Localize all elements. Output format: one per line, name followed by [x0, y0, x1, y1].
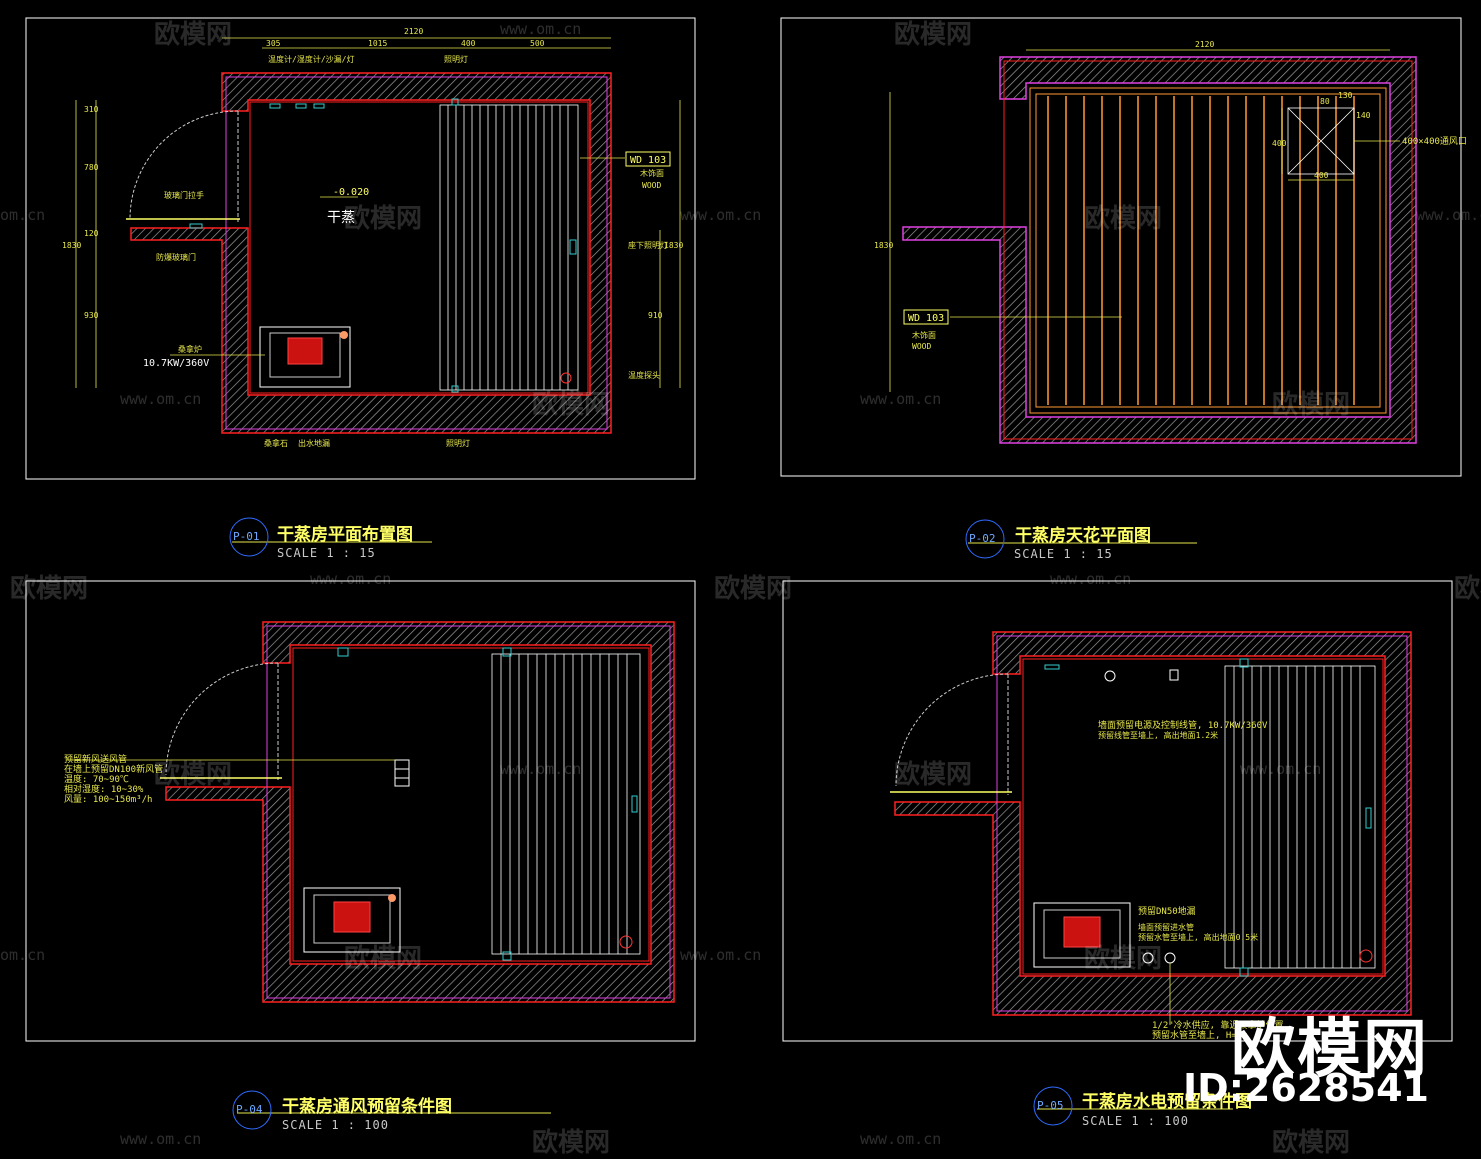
sauna-heater-p04 [303, 887, 401, 953]
wall-p02 [902, 56, 1417, 444]
p05-drain-note-3: 预留水管至墙上, 高出地面0.5米 [1138, 932, 1258, 942]
p02-scale: SCALE 1 : 15 [1014, 547, 1113, 561]
p02-dim-d4: 80 [1320, 97, 1330, 106]
p01-scale: SCALE 1 : 15 [277, 546, 376, 560]
p01-floor-level: -0.020 [333, 187, 369, 198]
p04-vent-note-1: 预留新风送风管 [64, 753, 127, 765]
p05-water-note-2: 预留水管至墙上, H=3m [1152, 1029, 1248, 1041]
p02-code: P-02 [969, 532, 996, 545]
brand-id: ID:2628541 [1183, 1066, 1429, 1110]
p01-dim-top-total: 2120 [404, 27, 423, 36]
p01-dim-right-total: 1830 [664, 241, 683, 250]
p01-dim-left-4: 310 [84, 105, 99, 114]
door-swing-p05 [895, 673, 1009, 787]
p01-top-note-1: 温度计/湿度计/沙漏/灯 [268, 54, 354, 64]
p02-material-en: WOOD [912, 342, 931, 351]
p05-title: 干蒸房水电预留条件图 [1082, 1092, 1252, 1112]
p02-material-code: WD 103 [908, 313, 944, 324]
p05-elec-note-2: 预留线管至墙上, 高出地面1.2米 [1098, 730, 1218, 740]
p02-code-circle [965, 519, 1005, 559]
p01-dim-left-3: 930 [84, 311, 99, 320]
p01-bottom-note-2: 出水地漏 [298, 438, 330, 448]
p01-door-note-1: 玻璃门拉手 [164, 190, 204, 200]
bench-slats-p01 [439, 104, 579, 391]
sauna-heater-p05 [1033, 902, 1131, 968]
p04-vent-note-2: 在墙上预留DN100新风管 [64, 763, 163, 775]
p01-title: 干蒸房平面布置图 [277, 525, 413, 545]
p01-dim-top-3: 400 [461, 39, 476, 48]
p01-code: P-01 [233, 530, 260, 543]
p02-dim-d5: 130 [1338, 91, 1353, 100]
p05-water-note-1: 1/2"冷水供应, 靠近桑拿炉位置 [1152, 1019, 1284, 1031]
bench-slats-p04 [491, 653, 641, 955]
door-swing-p01 [129, 110, 239, 220]
p02-dim-d1: 400 [1272, 139, 1287, 148]
frame-p05 [782, 580, 1453, 1042]
p02-title: 干蒸房天花平面图 [1015, 526, 1151, 546]
p01-material-cn: 木饰面 [640, 168, 664, 178]
p01-code-circle [229, 517, 269, 557]
p02-material-cn: 木饰面 [912, 330, 936, 340]
p01-material-code: WD 103 [630, 155, 666, 166]
frame-p01 [25, 17, 696, 480]
p01-top-note-2: 照明灯 [444, 54, 468, 64]
p01-dim-left-2: 120 [84, 229, 99, 238]
p01-dim-left-total: 1830 [62, 241, 81, 250]
p05-elec-note-1: 墙面预留电源及控制线管, 10.7KW/360V [1098, 719, 1268, 731]
p04-vent-note-4: 相对湿度: 10~30% [64, 783, 144, 795]
sauna-heater-p01 [259, 326, 351, 388]
p01-material-en: WOOD [642, 181, 661, 190]
p01-dim-top-4: 500 [530, 39, 545, 48]
p01-dim-right-1: 910 [648, 311, 663, 320]
p01-heater: 桑拿炉 [178, 344, 202, 354]
p04-scale: SCALE 1 : 100 [282, 1118, 389, 1132]
p01-right-note-3: 温度探头 [628, 370, 660, 380]
p01-heater-power: 10.7KW/360V [143, 358, 209, 369]
p05-drain-note-1: 预留DN50地漏 [1138, 905, 1196, 917]
p02-dim-d2: 400 [1314, 171, 1329, 180]
p02-vent-size: 400×400通风口 [1402, 136, 1467, 147]
p04-vent-note-5: 风量: 100~150m³/h [64, 794, 152, 805]
wall-p05 [894, 631, 1412, 1016]
frame-p04 [25, 580, 696, 1042]
p02-dim-left-total: 1830 [874, 241, 893, 250]
p01-bottom-note-3: 照明灯 [446, 438, 470, 448]
plan-p02 [889, 49, 1417, 444]
p01-bottom-note-1: 桑拿石 [264, 438, 288, 448]
p01-dim-top-2: 1015 [368, 39, 387, 48]
vent-p02 [1287, 107, 1355, 175]
p05-scale: SCALE 1 : 100 [1082, 1114, 1189, 1128]
door-swing-p04 [165, 662, 279, 776]
p04-code-circle [232, 1090, 272, 1130]
plan-p05 [890, 631, 1412, 1025]
p01-door-note-2: 防爆玻璃门 [156, 252, 196, 262]
p05-code-circle [1033, 1086, 1073, 1126]
p05-drain-note-2: 墙面预留进水管 [1138, 922, 1194, 932]
plan-p04 [66, 621, 675, 1003]
p02-dim-d3: 140 [1356, 111, 1371, 120]
p01-dim-left-1: 780 [84, 163, 99, 172]
brand-logo: 欧模网 [1231, 1013, 1429, 1087]
p01-dim-top-1: 305 [266, 39, 281, 48]
ceiling-planks-p02 [1047, 96, 1355, 405]
frame-p02 [780, 17, 1462, 477]
p04-code: P-04 [236, 1103, 263, 1116]
p04-vent-note-3: 温度: 70~90℃ [64, 773, 129, 785]
plan-p01 [75, 37, 681, 434]
p05-code: P-05 [1037, 1099, 1064, 1112]
p02-dim-top-total: 2120 [1195, 40, 1214, 49]
wall-p01 [130, 72, 612, 434]
wall-p04 [165, 621, 675, 1003]
bench-slats-p05 [1224, 665, 1376, 969]
p01-right-note-2: 座下照明灯 [628, 240, 668, 250]
p01-room-name: 干蒸 [327, 210, 355, 226]
p04-title: 干蒸房通风预留条件图 [282, 1097, 452, 1117]
